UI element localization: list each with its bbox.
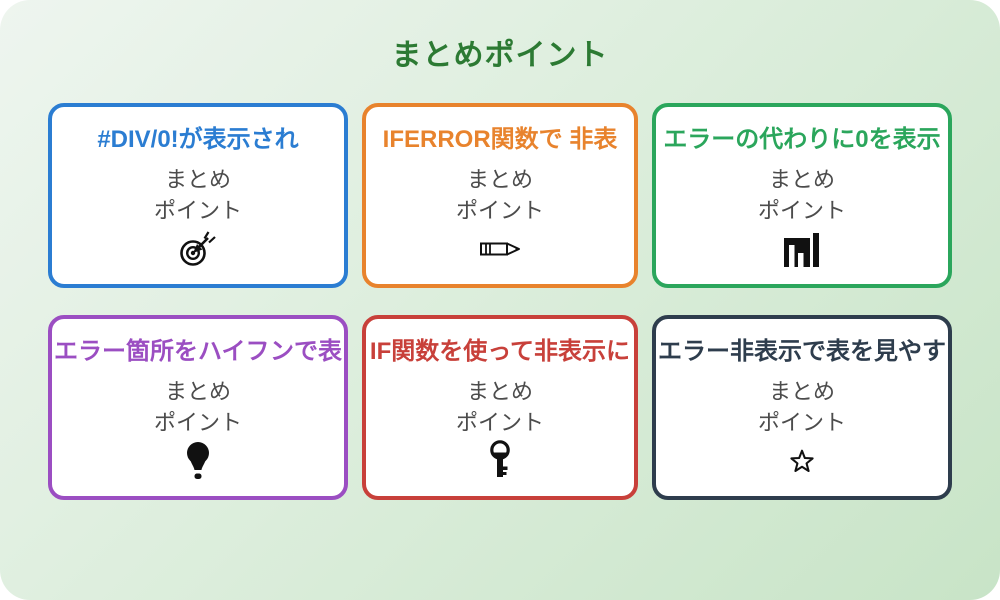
card-div0-error: #DIV/0!が表示され まとめ ポイント bbox=[48, 103, 348, 288]
card-subtitle-line1: まとめ bbox=[466, 167, 533, 193]
card-title: IFERROR関数で 非表 bbox=[382, 126, 618, 153]
lightbulb-icon bbox=[185, 440, 211, 482]
card-subtitle-line2: ポイント bbox=[455, 198, 544, 224]
card-title: エラー非表示で表を見やす bbox=[658, 338, 946, 365]
key-icon bbox=[488, 440, 512, 482]
card-subtitle: まとめ ポイント bbox=[154, 376, 242, 438]
card-subtitle: まとめ ポイント bbox=[758, 164, 846, 226]
card-subtitle-line2: ポイント bbox=[455, 410, 544, 436]
target-dart-icon bbox=[177, 228, 219, 270]
card-subtitle: まとめ ポイント bbox=[758, 376, 846, 438]
card-subtitle-line1: まとめ bbox=[768, 379, 835, 405]
bar-chart-icon bbox=[782, 228, 822, 270]
page-title: まとめポイント bbox=[391, 39, 609, 72]
card-subtitle-line1: まとめ bbox=[768, 167, 835, 193]
card-subtitle-line2: ポイント bbox=[153, 198, 242, 224]
card-subtitle: まとめ ポイント bbox=[154, 164, 242, 226]
card-subtitle-line1: まとめ bbox=[164, 379, 231, 405]
card-readable-table: エラー非表示で表を見やす まとめ ポイント bbox=[652, 315, 952, 500]
card-subtitle-line2: ポイント bbox=[757, 410, 846, 436]
card-subtitle-line1: まとめ bbox=[466, 379, 533, 405]
card-grid: #DIV/0!が表示され まとめ ポイント IFERROR関数で 非表 bbox=[48, 103, 952, 500]
card-hyphen: エラー箇所をハイフンで表 まとめ ポイント bbox=[48, 315, 348, 500]
card-iferror: IFERROR関数で 非表 まとめ ポイント bbox=[362, 103, 638, 288]
card-show-zero: エラーの代わりに0を表示 まとめ ポイント bbox=[652, 103, 952, 288]
card-subtitle: まとめ ポイント bbox=[456, 164, 544, 226]
card-if-function: IF関数を使って非表示に まとめ ポイント bbox=[362, 315, 638, 500]
card-subtitle-line2: ポイント bbox=[757, 198, 846, 224]
star-icon bbox=[789, 440, 815, 482]
card-title: エラー箇所をハイフンで表 bbox=[54, 338, 342, 365]
pencil-icon bbox=[478, 228, 522, 270]
card-subtitle-line2: ポイント bbox=[153, 410, 242, 436]
card-title: IF関数を使って非表示に bbox=[369, 338, 631, 365]
card-title: #DIV/0!が表示され bbox=[97, 126, 299, 153]
card-title: エラーの代わりに0を表示 bbox=[663, 126, 941, 153]
card-subtitle-line1: まとめ bbox=[164, 167, 231, 193]
card-subtitle: まとめ ポイント bbox=[456, 376, 544, 438]
